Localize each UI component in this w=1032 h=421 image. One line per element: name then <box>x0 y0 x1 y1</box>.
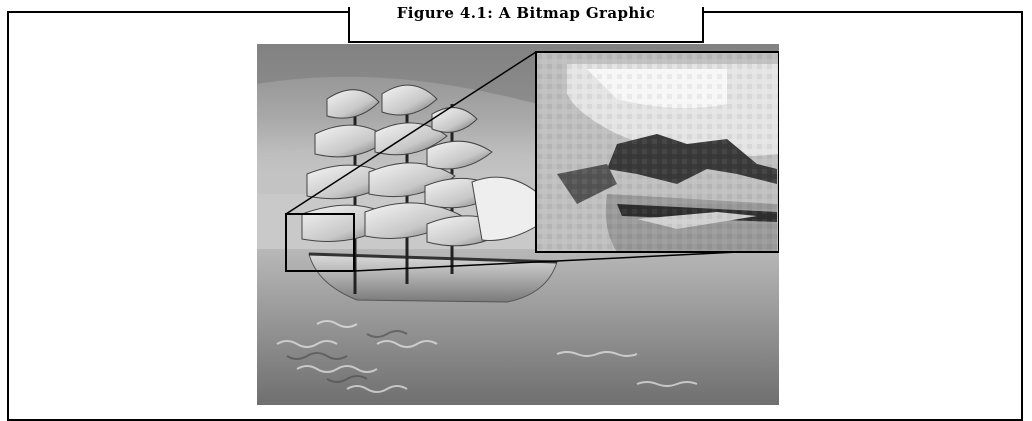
figure-caption: Figure 4.1: A Bitmap Graphic <box>396 4 656 22</box>
bitmap-figure <box>257 44 779 405</box>
figure-caption-box: Figure 4.1: A Bitmap Graphic <box>348 4 704 43</box>
sailing-ship-image <box>257 44 779 405</box>
